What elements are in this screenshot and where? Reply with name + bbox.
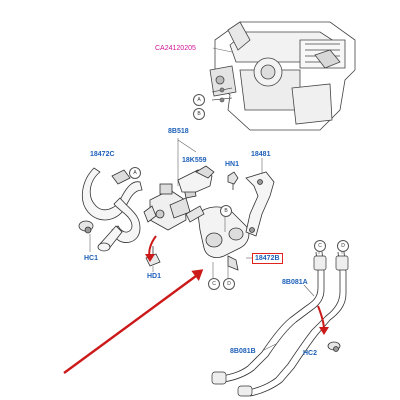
- part-label-hn1: HN1: [225, 161, 240, 168]
- nut-hn1: [227, 171, 239, 190]
- callout-b-mid: B: [220, 205, 232, 217]
- part-label-18k559: 18K559: [182, 157, 207, 164]
- callout-c-mid: C: [208, 278, 220, 290]
- part-label-18472b-highlighted: 18472B: [252, 253, 283, 264]
- red-arrowhead-hc2: [319, 327, 329, 335]
- water-valve-8b518: [143, 183, 197, 231]
- callout-d-mid: D: [223, 278, 235, 290]
- part-label-hc1: HC1: [84, 255, 99, 262]
- part-label-8b081a: 8B081A: [282, 279, 308, 286]
- reference-label-ca24120205: CA24120205: [155, 45, 196, 52]
- callout-d-right: D: [337, 240, 349, 252]
- large-red-arrowhead: [191, 269, 204, 281]
- heater-hose-18472b: [185, 205, 250, 271]
- red-arrowhead-center: [145, 254, 155, 262]
- callout-a-top: A: [193, 94, 205, 106]
- fastener-group-top: [211, 87, 233, 103]
- heater-hose-18472c: [81, 167, 143, 252]
- part-label-8b518: 8B518: [168, 128, 189, 135]
- bracket-18481: [245, 171, 275, 237]
- red-arrow-hc2: [317, 305, 325, 331]
- tube-ends: [211, 255, 349, 397]
- callout-b-top: B: [193, 108, 205, 120]
- callout-a-left: A: [129, 167, 141, 179]
- heater-tubes-8b081: [221, 251, 347, 397]
- hose-clamp-hc1: [78, 220, 94, 234]
- large-red-pointer-arrow: [63, 275, 197, 374]
- part-label-hc2: HC2: [303, 350, 318, 357]
- heater-blower-housing: [209, 21, 356, 131]
- bracket-18k559: [177, 165, 215, 193]
- part-label-18481: 18481: [251, 151, 271, 158]
- part-label-18472c: 18472C: [90, 151, 115, 158]
- leader-ca24120205: [212, 47, 233, 53]
- callout-c-right: C: [314, 240, 326, 252]
- part-label-hd1: HD1: [147, 273, 162, 280]
- hose-clamp-hc2: [327, 341, 341, 352]
- part-label-8b081b: 8B081B: [230, 348, 256, 355]
